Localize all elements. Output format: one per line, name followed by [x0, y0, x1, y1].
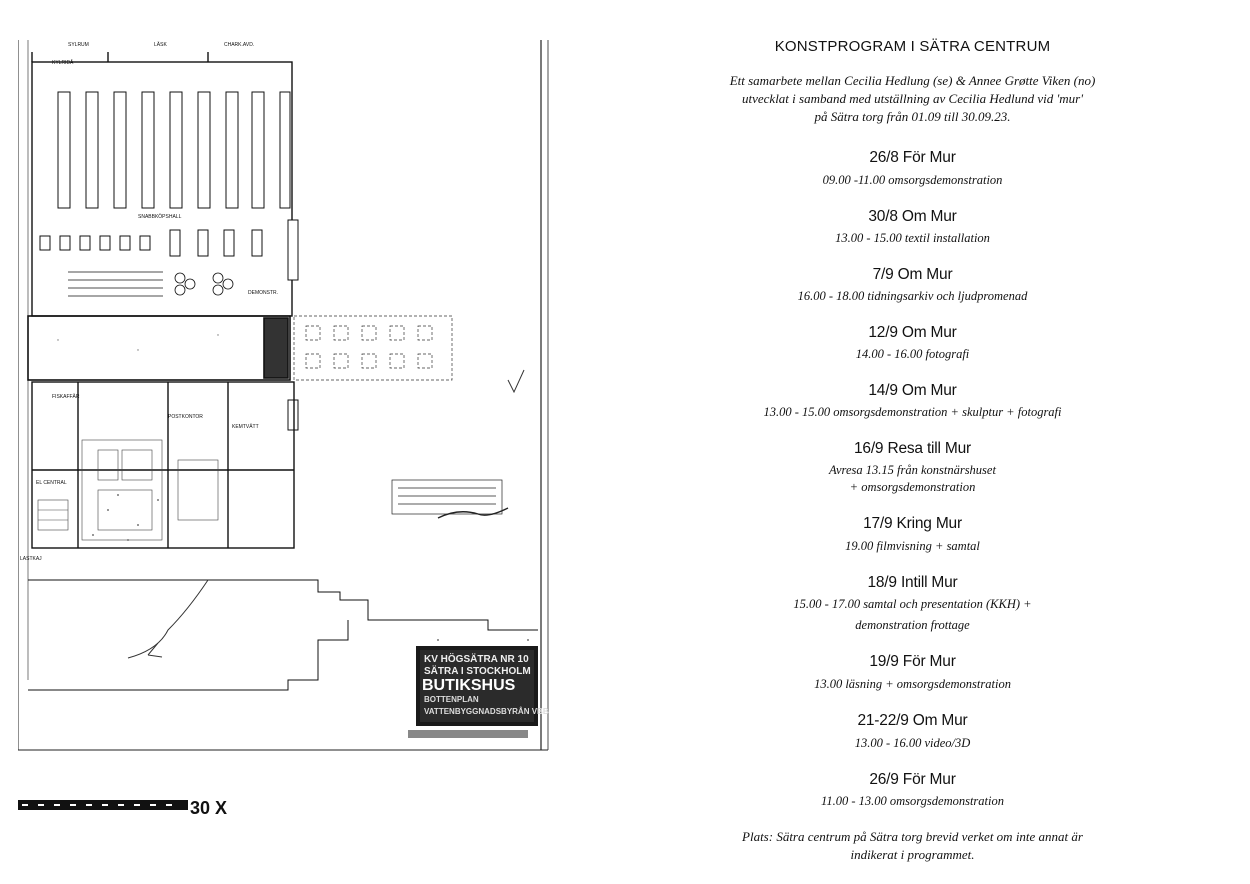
- event-heading: 26/8 För Mur: [869, 149, 956, 166]
- event-description: 14.00 - 16.00 fotografi: [855, 347, 970, 361]
- event-description: Avresa 13.15 från konstnärshuset + omsor…: [829, 463, 996, 494]
- program-title: KONSTPROGRAM I SÄTRA CENTRUM: [774, 38, 1051, 55]
- footer-line: indikerat i programmet.: [850, 847, 975, 862]
- event-item: 21-22/9 Om Mur 13.00 - 16.00 video/3D: [690, 711, 1135, 752]
- event-item: 14/9 Om Mur 13.00 - 15.00 omsorgsdemonst…: [690, 381, 1135, 421]
- room-label-el-central: EL CENTRAL: [36, 480, 67, 486]
- room-label-lastkaj: LASTKAJ: [20, 556, 42, 562]
- event-heading: 7/9 Om Mur: [872, 266, 953, 283]
- event-heading: 14/9 Om Mur: [868, 382, 957, 399]
- event-item: 18/9 Intill Mur 15.00 - 17.00 samtal och…: [690, 573, 1135, 634]
- footer-line: Plats: Sätra centrum på Sätra torg brevi…: [742, 829, 1083, 844]
- stamp-line-5: VATTENBYGGNADSBYRÅN VBB: [424, 707, 549, 716]
- event-heading: 19/9 För Mur: [869, 653, 956, 670]
- room-label-snabbkopshall: SNABBKÖPSHALL: [138, 213, 182, 220]
- stamp-line-2: SÄTRA I STOCKHOLM: [424, 664, 531, 677]
- event-heading: 30/8 Om Mur: [868, 208, 957, 225]
- event-item: 12/9 Om Mur 14.00 - 16.00 fotografi: [690, 323, 1135, 363]
- event-item: 26/9 För Mur 11.00 - 13.00 omsorgsdemons…: [690, 770, 1135, 810]
- room-label-kemtvatt: KEMTVÄTT: [232, 423, 259, 430]
- stamp-line-3: BUTIKSHUS: [422, 677, 516, 694]
- event-description: 13.00 - 15.00 omsorgsdemonstration + sku…: [763, 405, 1062, 419]
- event-heading: 17/9 Kring Mur: [863, 515, 962, 532]
- room-label-postkontor: POSTKONTOR: [168, 414, 203, 420]
- stamp-line-1: KV HÖGSÄTRA NR 10: [424, 652, 529, 665]
- program-footer: Plats: Sätra centrum på Sätra torg brevi…: [690, 828, 1135, 864]
- event-item: 7/9 Om Mur 16.00 - 18.00 tidningsarkiv o…: [690, 265, 1135, 305]
- event-description: 11.00 - 13.00 omsorgsdemonstration: [821, 794, 1004, 808]
- event-heading: 12/9 Om Mur: [868, 324, 957, 341]
- event-description: 13.00 - 15.00 textil installation: [835, 231, 990, 245]
- intro-line: utvecklat i samband med utställning av C…: [742, 91, 1083, 106]
- room-label-kylrida: KYLRIDÅ: [52, 59, 74, 66]
- room-label-demonstr: DEMONSTR.: [248, 290, 278, 296]
- program-intro: Ett samarbete mellan Cecilia Hedlung (se…: [690, 72, 1135, 126]
- event-heading: 21-22/9 Om Mur: [857, 712, 968, 729]
- event-description: 13.00 - 16.00 video/3D: [854, 736, 971, 750]
- event-item: 19/9 För Mur 13.00 läsning + omsorgsdemo…: [690, 652, 1135, 693]
- floor-plan-drawing: KV HÖGSÄTRA NR 10 SÄTRA I STOCKHOLM BUTI…: [18, 40, 558, 820]
- event-item: 26/8 För Mur 09.00 -11.00 omsorgsdemonst…: [690, 148, 1135, 189]
- intro-line: på Sätra torg från 01.09 till 30.09.23.: [814, 109, 1011, 124]
- event-item: 30/8 Om Mur 13.00 - 15.00 textil install…: [690, 207, 1135, 247]
- scale-label: 30 X: [190, 798, 227, 818]
- intro-line: Ett samarbete mellan Cecilia Hedlung (se…: [729, 73, 1096, 88]
- event-heading: 26/9 För Mur: [869, 771, 956, 788]
- event-item: 17/9 Kring Mur 19.00 filmvisning + samta…: [690, 514, 1135, 555]
- event-description: 15.00 - 17.00 samtal och presentation (K…: [793, 597, 1032, 632]
- room-label-lask: LÄSK: [154, 41, 167, 48]
- stamp-line-4: BOTTENPLAN: [424, 695, 479, 704]
- event-item: 16/9 Resa till Mur Avresa 13.15 från kon…: [690, 439, 1135, 496]
- event-heading: 18/9 Intill Mur: [867, 574, 958, 591]
- event-description: 19.00 filmvisning + samtal: [845, 539, 980, 553]
- event-description: 09.00 -11.00 omsorgsdemonstration: [822, 173, 1003, 187]
- room-label-sylrum: SYLRUM: [68, 42, 89, 48]
- event-heading: 16/9 Resa till Mur: [853, 440, 971, 457]
- event-description: 16.00 - 18.00 tidningsarkiv och ljudprom…: [797, 289, 1028, 303]
- program-panel: KONSTPROGRAM I SÄTRA CENTRUM Ett samarbe…: [690, 38, 1135, 864]
- room-label-fiskaffar: FISKAFFÄR: [52, 393, 80, 400]
- room-label-chark: CHARK.AVD.: [224, 42, 254, 48]
- event-description: 13.00 läsning + omsorgsdemonstration: [814, 677, 1011, 691]
